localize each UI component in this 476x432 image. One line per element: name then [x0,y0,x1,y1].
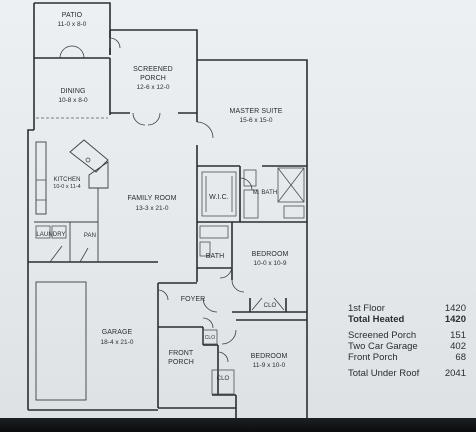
family-room-label: FAMILY ROOM [127,195,176,202]
monitor-bezel [0,418,476,432]
bedroom-1-dim: 10-0 x 10-9 [254,260,287,267]
screened-porch-row: Screened Porch 151 [348,330,466,341]
screened-porch-label-2: PORCH [140,75,166,82]
total-under-roof-value: 2041 [444,368,466,379]
garage-row: Two Car Garage 402 [348,341,466,352]
kitchen-label: KITCHEN [53,177,80,183]
bedroom-1-label: BEDROOM [252,251,289,258]
garage-area-label: Two Car Garage [348,341,418,352]
dining-label: DINING [60,88,85,95]
patio-label: PATIO [62,12,83,19]
pan-label: PAN [84,233,96,239]
screened-porch-label-1: SCREENED [133,66,173,73]
first-floor-label: 1st Floor [348,303,385,314]
dining-dim: 10-8 x 8-0 [58,97,88,104]
front-porch-label-2: PORCH [168,359,194,366]
front-porch-area-label: Front Porch [348,352,398,363]
bedroom-2-dim: 11-9 x 10-0 [253,362,286,369]
master-suite-label: MASTER SUITE [230,108,283,115]
total-heated-row: Total Heated 1420 [348,314,466,325]
bedroom-2-label: BEDROOM [251,353,288,360]
master-suite-dim: 15-6 x 15-0 [240,117,273,124]
garage-dim: 18-4 x 21-0 [101,339,134,346]
total-heated-label: Total Heated [348,314,405,325]
m-bath-label: M. BATH [253,190,278,196]
front-porch-area-value: 68 [455,352,466,363]
garage-label: GARAGE [102,329,133,336]
laundry-label: LAUNDRY [36,232,65,238]
clo-3-label: CLO [205,335,216,341]
first-floor-row: 1st Floor 1420 [348,303,466,314]
family-room-dim: 13-3 x 21-0 [136,205,169,212]
screened-porch-dim: 12-6 x 12-0 [137,84,170,91]
clo-2-label: CLO [217,376,230,382]
front-porch-row: Front Porch 68 [348,352,466,363]
total-under-roof-row: Total Under Roof 2041 [348,368,466,379]
plan-interior [34,117,305,401]
total-heated-value: 1420 [444,314,466,325]
first-floor-value: 1420 [444,303,466,314]
plan-doors [59,37,253,363]
total-under-roof-label: Total Under Roof [348,368,420,379]
screened-porch-area-value: 151 [450,330,466,341]
screened-porch-area-label: Screened Porch [348,330,417,341]
foyer-label: FOYER [181,296,206,303]
bath-label: BATH [206,253,225,260]
garage-area-value: 402 [450,341,466,352]
wic-label: W.I.C. [209,194,229,201]
clo-1-label: CLO [264,303,277,309]
front-porch-label-1: FRONT [169,350,194,357]
room-labels: PATIO 11-0 x 8-0 SCREENED PORCH 12-6 x 1… [36,12,288,382]
plan-walls [27,2,308,421]
area-summary: 1st Floor 1420 Total Heated 1420 Screene… [348,303,466,379]
patio-dim: 11-0 x 8-0 [58,21,87,28]
kitchen-dim: 10-0 x 11-4 [53,184,80,190]
